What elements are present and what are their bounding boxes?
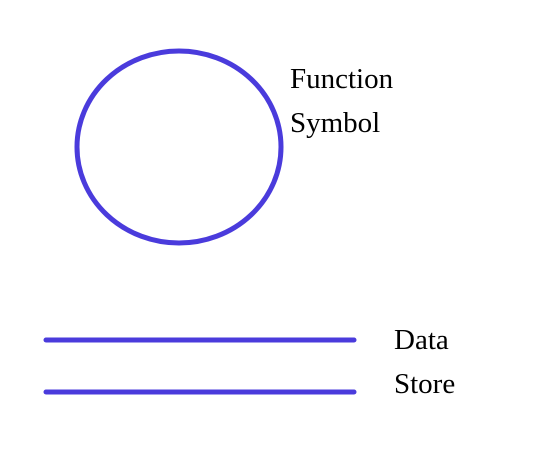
function-symbol-label-line2: Symbol <box>290 107 381 139</box>
data-store-label-line2: Store <box>394 368 456 400</box>
data-store-label: Data Store <box>394 318 455 406</box>
data-store-label-line1: Data <box>394 324 449 356</box>
function-symbol-label: Function Symbol <box>290 57 393 145</box>
function-symbol-circle <box>74 48 284 246</box>
function-symbol-label-line1: Function <box>290 63 394 95</box>
